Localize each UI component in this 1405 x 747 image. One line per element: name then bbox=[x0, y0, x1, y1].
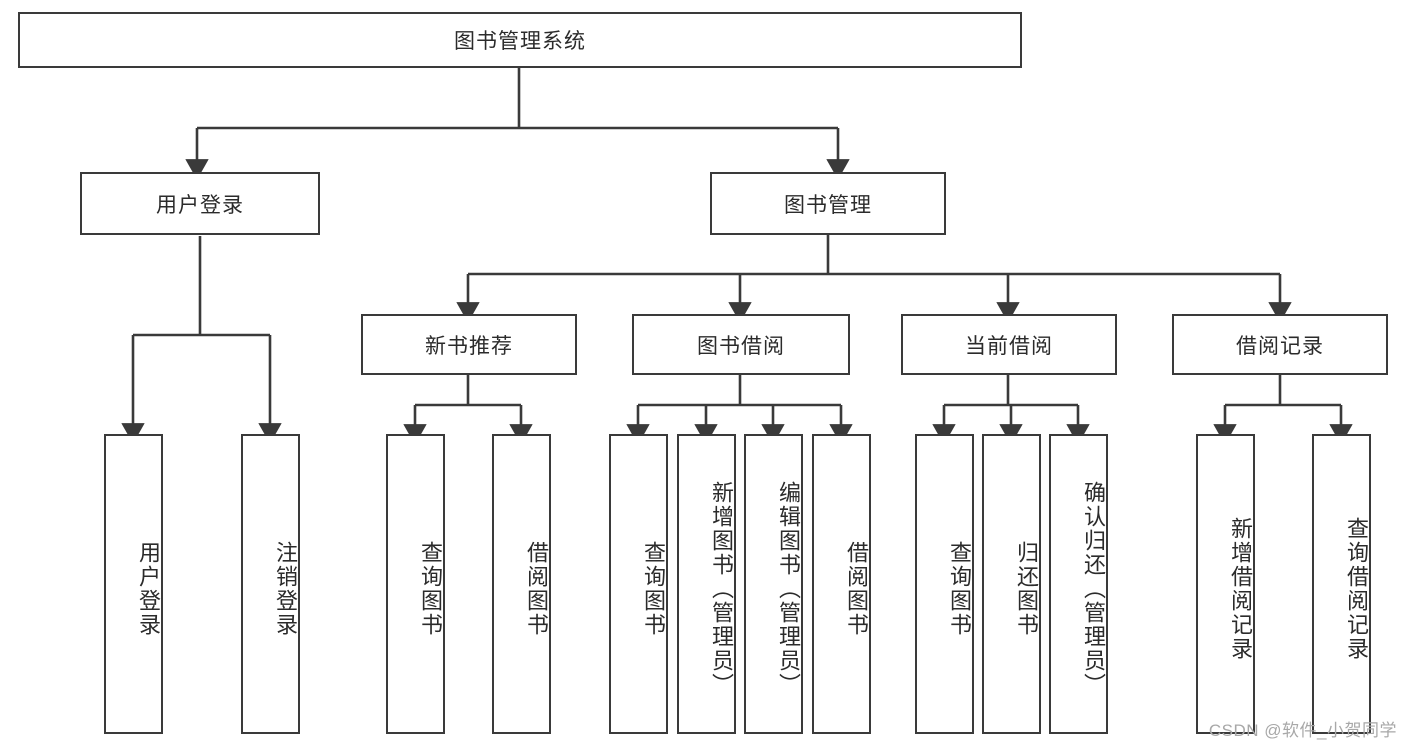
node-leaf-user-logout[interactable]: 注销登录 bbox=[241, 434, 300, 734]
node-leaf-borrow-book-2[interactable]: 借阅图书 bbox=[812, 434, 871, 734]
node-leaf-return-book[interactable]: 归还图书 bbox=[982, 434, 1041, 734]
node-leaf-query-book-2-label: 查询图书 bbox=[641, 541, 666, 637]
node-leaf-user-login[interactable]: 用户登录 bbox=[104, 434, 163, 734]
node-new-book-recommend[interactable]: 新书推荐 bbox=[361, 314, 577, 375]
node-root-label: 图书管理系统 bbox=[454, 30, 586, 53]
node-user-login[interactable]: 用户登录 bbox=[80, 172, 320, 235]
node-leaf-confirm-return-label: 确认归还（管理员） bbox=[1081, 481, 1106, 697]
node-leaf-return-book-label: 归还图书 bbox=[1014, 541, 1039, 637]
node-current-borrow[interactable]: 当前借阅 bbox=[901, 314, 1117, 375]
node-user-login-label: 用户登录 bbox=[156, 193, 244, 217]
node-current-borrow-label: 当前借阅 bbox=[965, 334, 1053, 358]
node-borrow-record-label: 借阅记录 bbox=[1236, 334, 1324, 358]
node-leaf-user-login-label: 用户登录 bbox=[136, 541, 161, 637]
node-leaf-borrow-book-1-label: 借阅图书 bbox=[524, 541, 549, 637]
node-leaf-borrow-book-1[interactable]: 借阅图书 bbox=[492, 434, 551, 734]
node-leaf-add-book[interactable]: 新增图书（管理员） bbox=[677, 434, 736, 734]
node-leaf-query-record[interactable]: 查询借阅记录 bbox=[1312, 434, 1371, 734]
node-leaf-query-book-3[interactable]: 查询图书 bbox=[915, 434, 974, 734]
node-book-borrow[interactable]: 图书借阅 bbox=[632, 314, 850, 375]
node-leaf-add-record-label: 新增借阅记录 bbox=[1228, 517, 1253, 661]
node-leaf-borrow-book-2-label: 借阅图书 bbox=[844, 541, 869, 637]
node-leaf-query-book-1[interactable]: 查询图书 bbox=[386, 434, 445, 734]
node-leaf-add-record[interactable]: 新增借阅记录 bbox=[1196, 434, 1255, 734]
node-leaf-query-record-label: 查询借阅记录 bbox=[1344, 517, 1369, 661]
node-leaf-query-book-3-label: 查询图书 bbox=[947, 541, 972, 637]
node-borrow-record[interactable]: 借阅记录 bbox=[1172, 314, 1388, 375]
node-leaf-user-logout-label: 注销登录 bbox=[273, 541, 298, 637]
node-leaf-query-book-2[interactable]: 查询图书 bbox=[609, 434, 668, 734]
node-book-borrow-label: 图书借阅 bbox=[697, 334, 785, 358]
node-root[interactable]: 图书管理系统 bbox=[18, 12, 1022, 68]
node-leaf-edit-book-label: 编辑图书（管理员） bbox=[776, 481, 801, 697]
node-new-book-recommend-label: 新书推荐 bbox=[425, 334, 513, 358]
node-book-manage-label: 图书管理 bbox=[784, 193, 872, 217]
watermark: CSDN @软件_小贺同学 bbox=[1208, 721, 1397, 740]
node-leaf-add-book-label: 新增图书（管理员） bbox=[709, 481, 734, 697]
node-leaf-edit-book[interactable]: 编辑图书（管理员） bbox=[744, 434, 803, 734]
node-leaf-confirm-return[interactable]: 确认归还（管理员） bbox=[1049, 434, 1108, 734]
node-leaf-query-book-1-label: 查询图书 bbox=[418, 541, 443, 637]
node-book-manage[interactable]: 图书管理 bbox=[710, 172, 946, 235]
